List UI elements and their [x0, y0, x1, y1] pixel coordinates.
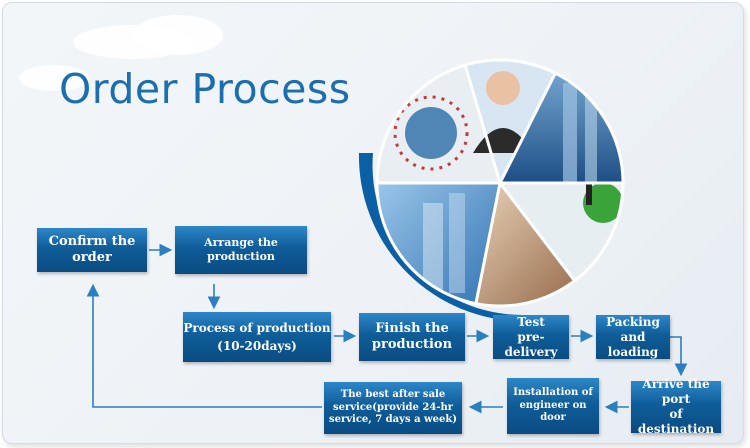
photo-collage: [358, 58, 625, 321]
step-installation: Installation of engineer on door: [507, 378, 599, 434]
cloud-decoration: [133, 15, 223, 55]
step-label: Arrive the port: [642, 377, 710, 406]
step-label: engineer on door: [519, 399, 587, 424]
arrow-aftersale-to-confirm: [86, 283, 322, 408]
step-label: production: [371, 337, 453, 352]
cloud-decoration: [19, 65, 89, 91]
flow-arrows: [86, 243, 688, 414]
diagram-frame: Order Process: [2, 2, 744, 444]
step-packing-loading: Packing and loading: [596, 315, 670, 359]
step-label: pre-delivery: [504, 329, 558, 359]
step-label: service, 7 days a week): [328, 414, 458, 426]
step-after-sale-service: The best after sale service(provide 24-h…: [324, 382, 462, 434]
step-label: Arrange the production: [204, 236, 278, 263]
step-finish-production: Finish the production: [359, 313, 465, 361]
step-label: and loading: [607, 329, 659, 359]
arrow-packing-to-arrive: [670, 336, 688, 377]
globe-network-icon: [405, 107, 457, 159]
step-label: Test: [517, 314, 545, 329]
step-label: Packing: [606, 314, 660, 329]
step-test-predelivery: Test pre-delivery: [493, 315, 569, 359]
step-label: Finish the: [375, 320, 449, 336]
step-label: Confirm the order: [48, 233, 136, 265]
step-sublabel: (10-20days): [217, 338, 297, 353]
page-title: Order Process: [59, 65, 351, 113]
step-process-production: Process of production (10-20days): [183, 312, 331, 362]
step-confirm-order: Confirm the order: [37, 228, 147, 272]
step-label: Installation of: [513, 387, 593, 399]
step-label: Process of production: [183, 320, 331, 335]
step-label: of destination: [637, 407, 715, 436]
step-label: The best after sale: [340, 389, 446, 401]
step-arrive-port: Arrive the port of destination: [631, 377, 721, 436]
step-label: service(provide 24-hr: [332, 401, 454, 413]
step-arrange-production: Arrange the production: [175, 226, 307, 274]
